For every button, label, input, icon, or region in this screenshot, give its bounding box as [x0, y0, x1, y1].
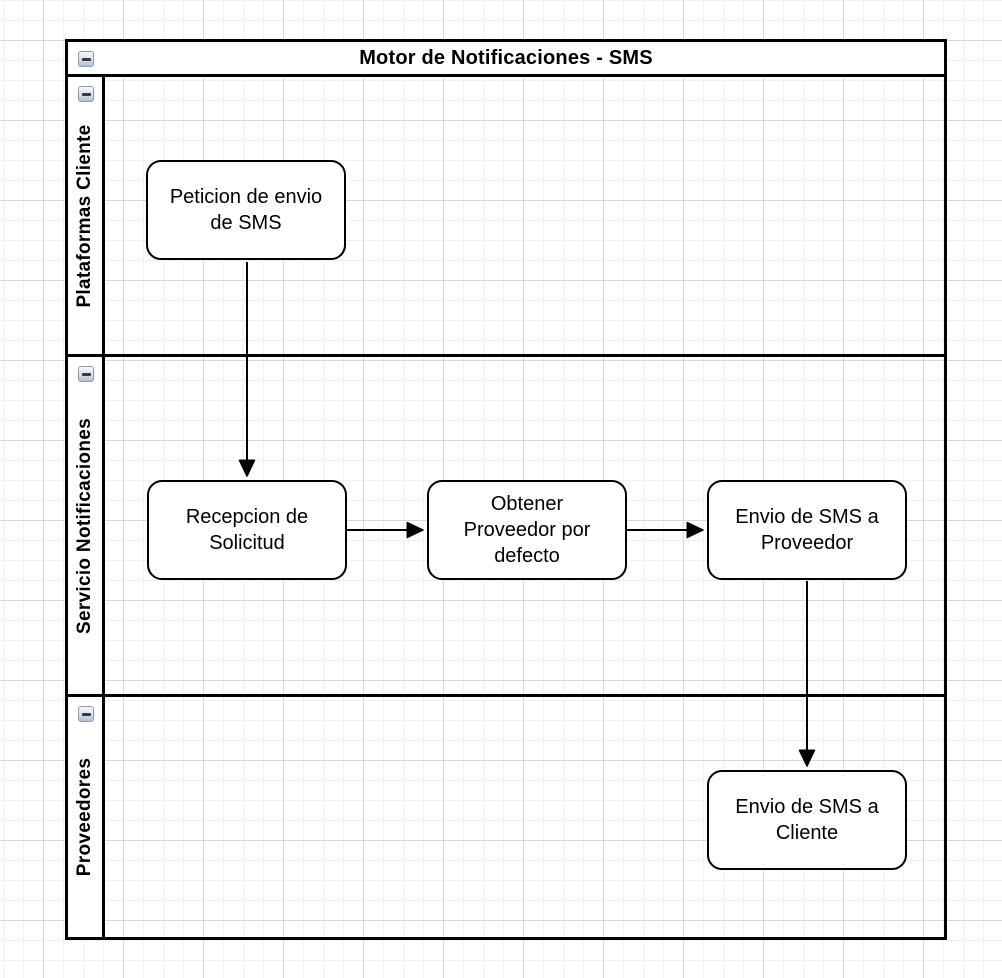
task-label: Peticion de envio de SMS	[169, 186, 323, 234]
lane-servicio-notificaciones[interactable]: Servicio Notificaciones	[68, 357, 944, 697]
task-label: Recepcion de Solicitud	[185, 506, 309, 554]
minus-icon	[81, 712, 91, 716]
pool-title-bar: Motor de Notificaciones - SMS	[68, 42, 944, 77]
task-recepcion-solicitud[interactable]: Recepcion de Solicitud	[147, 480, 347, 580]
task-label: Envio de SMS a Cliente	[735, 796, 879, 844]
minus-icon	[81, 372, 91, 376]
collapse-icon-lane-plataformas-cliente[interactable]	[78, 86, 94, 102]
collapse-icon-lane-proveedores[interactable]	[78, 706, 94, 722]
lane-proveedores[interactable]: Proveedores	[68, 697, 944, 937]
task-obtener-proveedor-defecto[interactable]: Obtener Proveedor por defecto	[427, 480, 627, 580]
collapse-icon-pool[interactable]	[78, 51, 94, 67]
minus-icon	[81, 57, 91, 61]
pool-motor-notificaciones[interactable]: Motor de Notificaciones - SMS Plataforma…	[65, 39, 947, 940]
lane-label-servicio-notificaciones: Servicio Notificaciones	[74, 417, 95, 634]
pool-title: Motor de Notificaciones - SMS	[359, 46, 653, 69]
minus-icon	[81, 92, 91, 96]
task-envio-sms-proveedor[interactable]: Envio de SMS a Proveedor	[707, 480, 907, 580]
lane-label-proveedores: Proveedores	[74, 757, 95, 877]
task-peticion-envio-sms[interactable]: Peticion de envio de SMS	[146, 160, 346, 260]
task-label: Obtener Proveedor por defecto	[463, 493, 591, 567]
lane-plataformas-cliente[interactable]: Plataformas Cliente	[68, 77, 944, 357]
lane-label-plataformas-cliente: Plataformas Cliente	[74, 123, 95, 308]
lane-label-col-servicio-notificaciones: Servicio Notificaciones	[68, 357, 105, 694]
task-label: Envio de SMS a Proveedor	[735, 506, 879, 554]
collapse-icon-lane-servicio-notificaciones[interactable]	[78, 366, 94, 382]
task-envio-sms-cliente[interactable]: Envio de SMS a Cliente	[707, 770, 907, 870]
lane-label-col-plataformas-cliente: Plataformas Cliente	[68, 77, 105, 354]
lane-label-col-proveedores: Proveedores	[68, 697, 105, 937]
